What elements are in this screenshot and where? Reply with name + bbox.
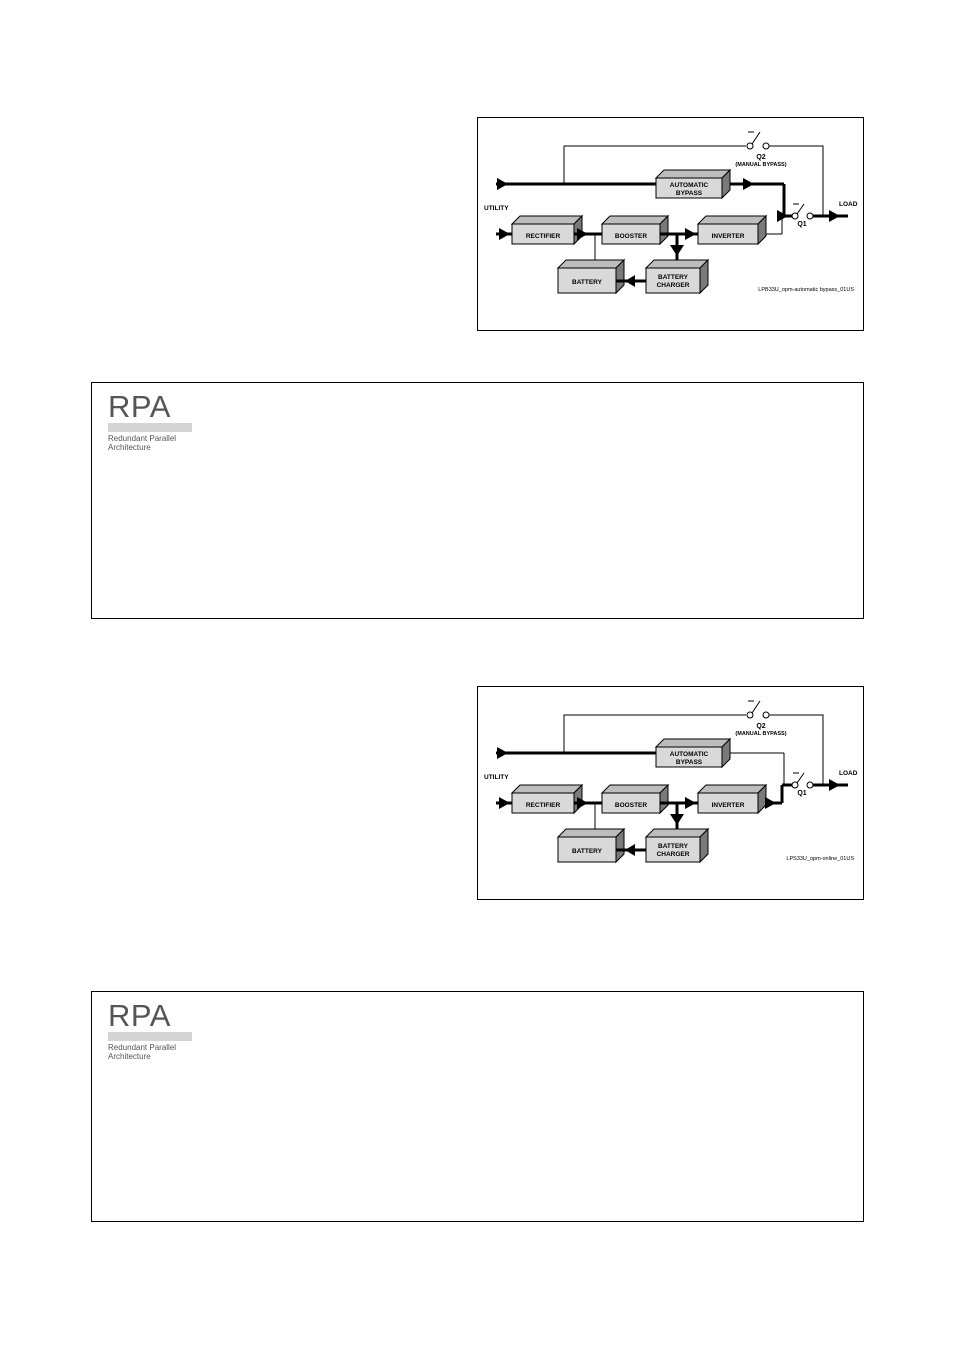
rpa-info-box: RPA Redundant Parallel Architecture (91, 991, 864, 1222)
inverter-label: INVERTER (712, 233, 745, 240)
rectifier-arrow (577, 228, 588, 240)
rpa-logo-subtitle-line1: Redundant Parallel (108, 1043, 177, 1052)
diagram-caption: LPB33U_opm-automatic bypass_01US (758, 287, 854, 293)
rpa-logo-bar (108, 423, 192, 432)
load-arrow (829, 779, 840, 791)
battery-charger-block (645, 836, 701, 863)
utility-arrow (499, 228, 510, 240)
q1-label: Q1 (797, 221, 806, 228)
rpa-logo-subtitle-line2: Architecture (108, 443, 151, 452)
automatic-bypass-label-2: BYPASS (676, 759, 703, 766)
q2-contact (762, 711, 770, 719)
diagram-caption: LPS33U_opm-online_01US (786, 856, 854, 862)
battery-charger-label-2: CHARGER (657, 282, 690, 289)
q2-switch-blade (751, 700, 761, 714)
inverter-block (697, 223, 759, 245)
battery-charger-block-top (644, 259, 710, 269)
manual-bypass-line (563, 714, 746, 753)
automatic-bypass-label-2: BYPASS (676, 190, 703, 197)
utility-arrow (499, 797, 510, 809)
battery-label: BATTERY (572, 279, 603, 286)
booster-block-top (600, 215, 670, 225)
rectifier-block-top (510, 215, 584, 225)
utility-label: UTILITY (484, 205, 509, 212)
battery-block (557, 267, 617, 294)
inverter-label: INVERTER (712, 802, 745, 809)
automatic-bypass-block (655, 746, 723, 768)
manual-bypass-line (563, 145, 746, 184)
bypass-input-arrow (497, 747, 508, 759)
rpa-logo: RPA Redundant Parallel Architecture (108, 1000, 198, 1061)
rpa-logo-bar (108, 1032, 192, 1041)
battery-charger-block (645, 267, 701, 294)
booster-label: BOOSTER (615, 233, 647, 240)
load-label: LOAD (839, 201, 858, 208)
load-label: LOAD (839, 770, 858, 777)
battery-block (557, 836, 617, 863)
inverter-block (697, 792, 759, 814)
q1-switch-blade (796, 203, 805, 215)
q2-label: Q2 (756, 154, 765, 161)
rpa-logo-subtitle-line1: Redundant Parallel (108, 434, 177, 443)
battery-label: BATTERY (572, 848, 603, 855)
manual-bypass-line (768, 145, 824, 216)
automatic-bypass-block-top (654, 738, 732, 748)
battery-charger-block-top (644, 828, 710, 838)
rectifier-label: RECTIFIER (526, 233, 561, 240)
booster-block-top (600, 784, 670, 794)
q2-switch-blade (751, 131, 761, 145)
inverter-block-top (696, 784, 768, 794)
rectifier-block-top (510, 784, 584, 794)
automatic-bypass-block (655, 177, 723, 199)
q1-contact (806, 212, 814, 220)
inverter-output-arrow (765, 797, 776, 809)
rpa-logo-subtitle-line2: Architecture (108, 1052, 151, 1061)
q1-contact (791, 781, 799, 789)
rpa-logo-title: RPA (108, 998, 171, 1033)
booster-label: BOOSTER (615, 802, 647, 809)
battery-charger-label-1: BATTERY (658, 843, 689, 850)
automatic-bypass-label-1: AUTOMATIC (670, 751, 709, 758)
booster-arrow (685, 797, 696, 809)
booster-arrow (685, 228, 696, 240)
rectifier-arrow (577, 797, 588, 809)
automatic-bypass-block-top (654, 169, 732, 179)
q2-contact (762, 142, 770, 150)
rpa-logo-title: RPA (108, 389, 171, 424)
battery-block-top (556, 259, 626, 269)
manual-bypass-label: (MANUAL BYPASS) (735, 162, 786, 168)
q2-contact (746, 711, 754, 719)
rpa-info-box: RPA Redundant Parallel Architecture (91, 382, 864, 619)
load-arrow (829, 210, 840, 222)
battery-charger-label-2: CHARGER (657, 851, 690, 858)
manual-bypass-line (768, 714, 824, 785)
charger-output-arrow (625, 275, 635, 287)
bypass-input-arrow (497, 178, 508, 190)
charger-output-arrow (625, 844, 635, 856)
q1-contact (806, 781, 814, 789)
battery-charger-label-1: BATTERY (658, 274, 689, 281)
battery-block-top (556, 828, 626, 838)
q1-switch-blade (796, 772, 805, 784)
automatic-bypass-label-1: AUTOMATIC (670, 182, 709, 189)
charger-feed-arrow (670, 245, 684, 256)
manual-bypass-label: (MANUAL BYPASS) (735, 731, 786, 737)
charger-feed-arrow (670, 814, 684, 825)
q2-label: Q2 (756, 723, 765, 730)
q1-label: Q1 (797, 790, 806, 797)
bypass-flow-arrow (743, 178, 754, 190)
utility-label: UTILITY (484, 774, 509, 781)
q2-contact (746, 142, 754, 150)
inverter-block-top (696, 215, 768, 225)
q1-contact (791, 212, 799, 220)
rpa-logo: RPA Redundant Parallel Architecture (108, 391, 198, 452)
rectifier-label: RECTIFIER (526, 802, 561, 809)
